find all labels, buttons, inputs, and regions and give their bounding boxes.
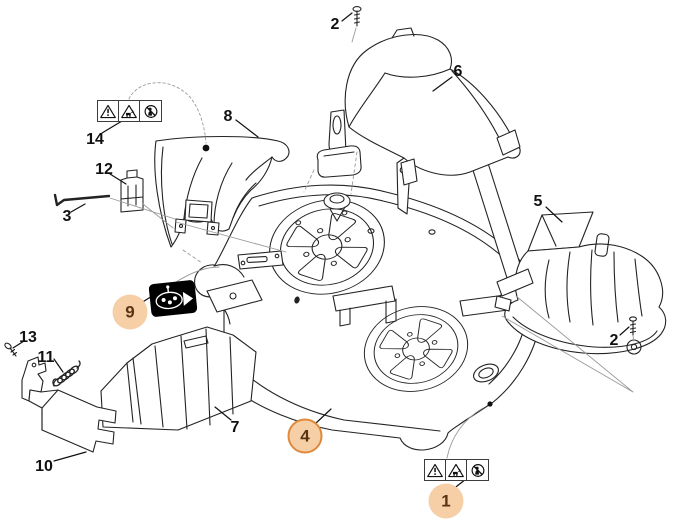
callout-6[interactable]: 6 <box>453 63 463 80</box>
callout-8[interactable]: 8 <box>223 108 233 125</box>
callout-13[interactable]: 13 <box>19 329 37 346</box>
callout-14[interactable]: 14 <box>86 131 104 148</box>
part-10-bracket-drawing <box>21 356 117 453</box>
part-6-belt-cover-drawing <box>316 27 521 186</box>
callout-7[interactable]: 7 <box>230 419 240 436</box>
spindle-cap-drawing <box>323 192 351 222</box>
warning-triangle-icon <box>98 101 119 121</box>
callout-12[interactable]: 12 <box>95 161 113 178</box>
callout-2[interactable]: 2 <box>609 332 619 349</box>
part-7-baffle-drawing <box>100 326 257 431</box>
part-3-rod-drawing <box>53 193 111 207</box>
callout-4-highlighted[interactable]: 4 <box>287 418 323 454</box>
callout-5[interactable]: 5 <box>533 193 543 210</box>
callout-3[interactable]: 3 <box>62 208 72 225</box>
callout-2[interactable]: 2 <box>330 16 340 33</box>
part-2-screw-top-drawing <box>352 6 362 27</box>
callout-11[interactable]: 11 <box>37 349 55 366</box>
no-bystanders-icon <box>140 101 161 121</box>
construction-lines <box>109 27 635 459</box>
callout-1-highlighted[interactable]: 1 <box>428 483 464 519</box>
warning-triangle-icon <box>425 460 446 480</box>
part-13-screw-drawing <box>4 342 18 357</box>
callout-10[interactable]: 10 <box>35 458 53 475</box>
no-bystanders-icon <box>467 460 488 480</box>
thrown-objects-warning-icon <box>446 460 467 480</box>
part-5-belt-cover-drawing <box>494 211 667 355</box>
part-11-spring-drawing <box>52 360 81 387</box>
leader-lines <box>12 12 630 491</box>
warning-pictogram-label <box>97 100 162 122</box>
instruction-decal <box>148 279 198 318</box>
warning-pictogram-label <box>424 459 489 481</box>
callout-9-highlighted[interactable]: 9 <box>112 294 148 330</box>
part-2-screw-right-drawing <box>629 316 637 336</box>
part-4-mowing-deck-drawing <box>194 152 542 451</box>
thrown-objects-warning-icon <box>119 101 140 121</box>
part-12-clip-drawing <box>120 169 144 213</box>
